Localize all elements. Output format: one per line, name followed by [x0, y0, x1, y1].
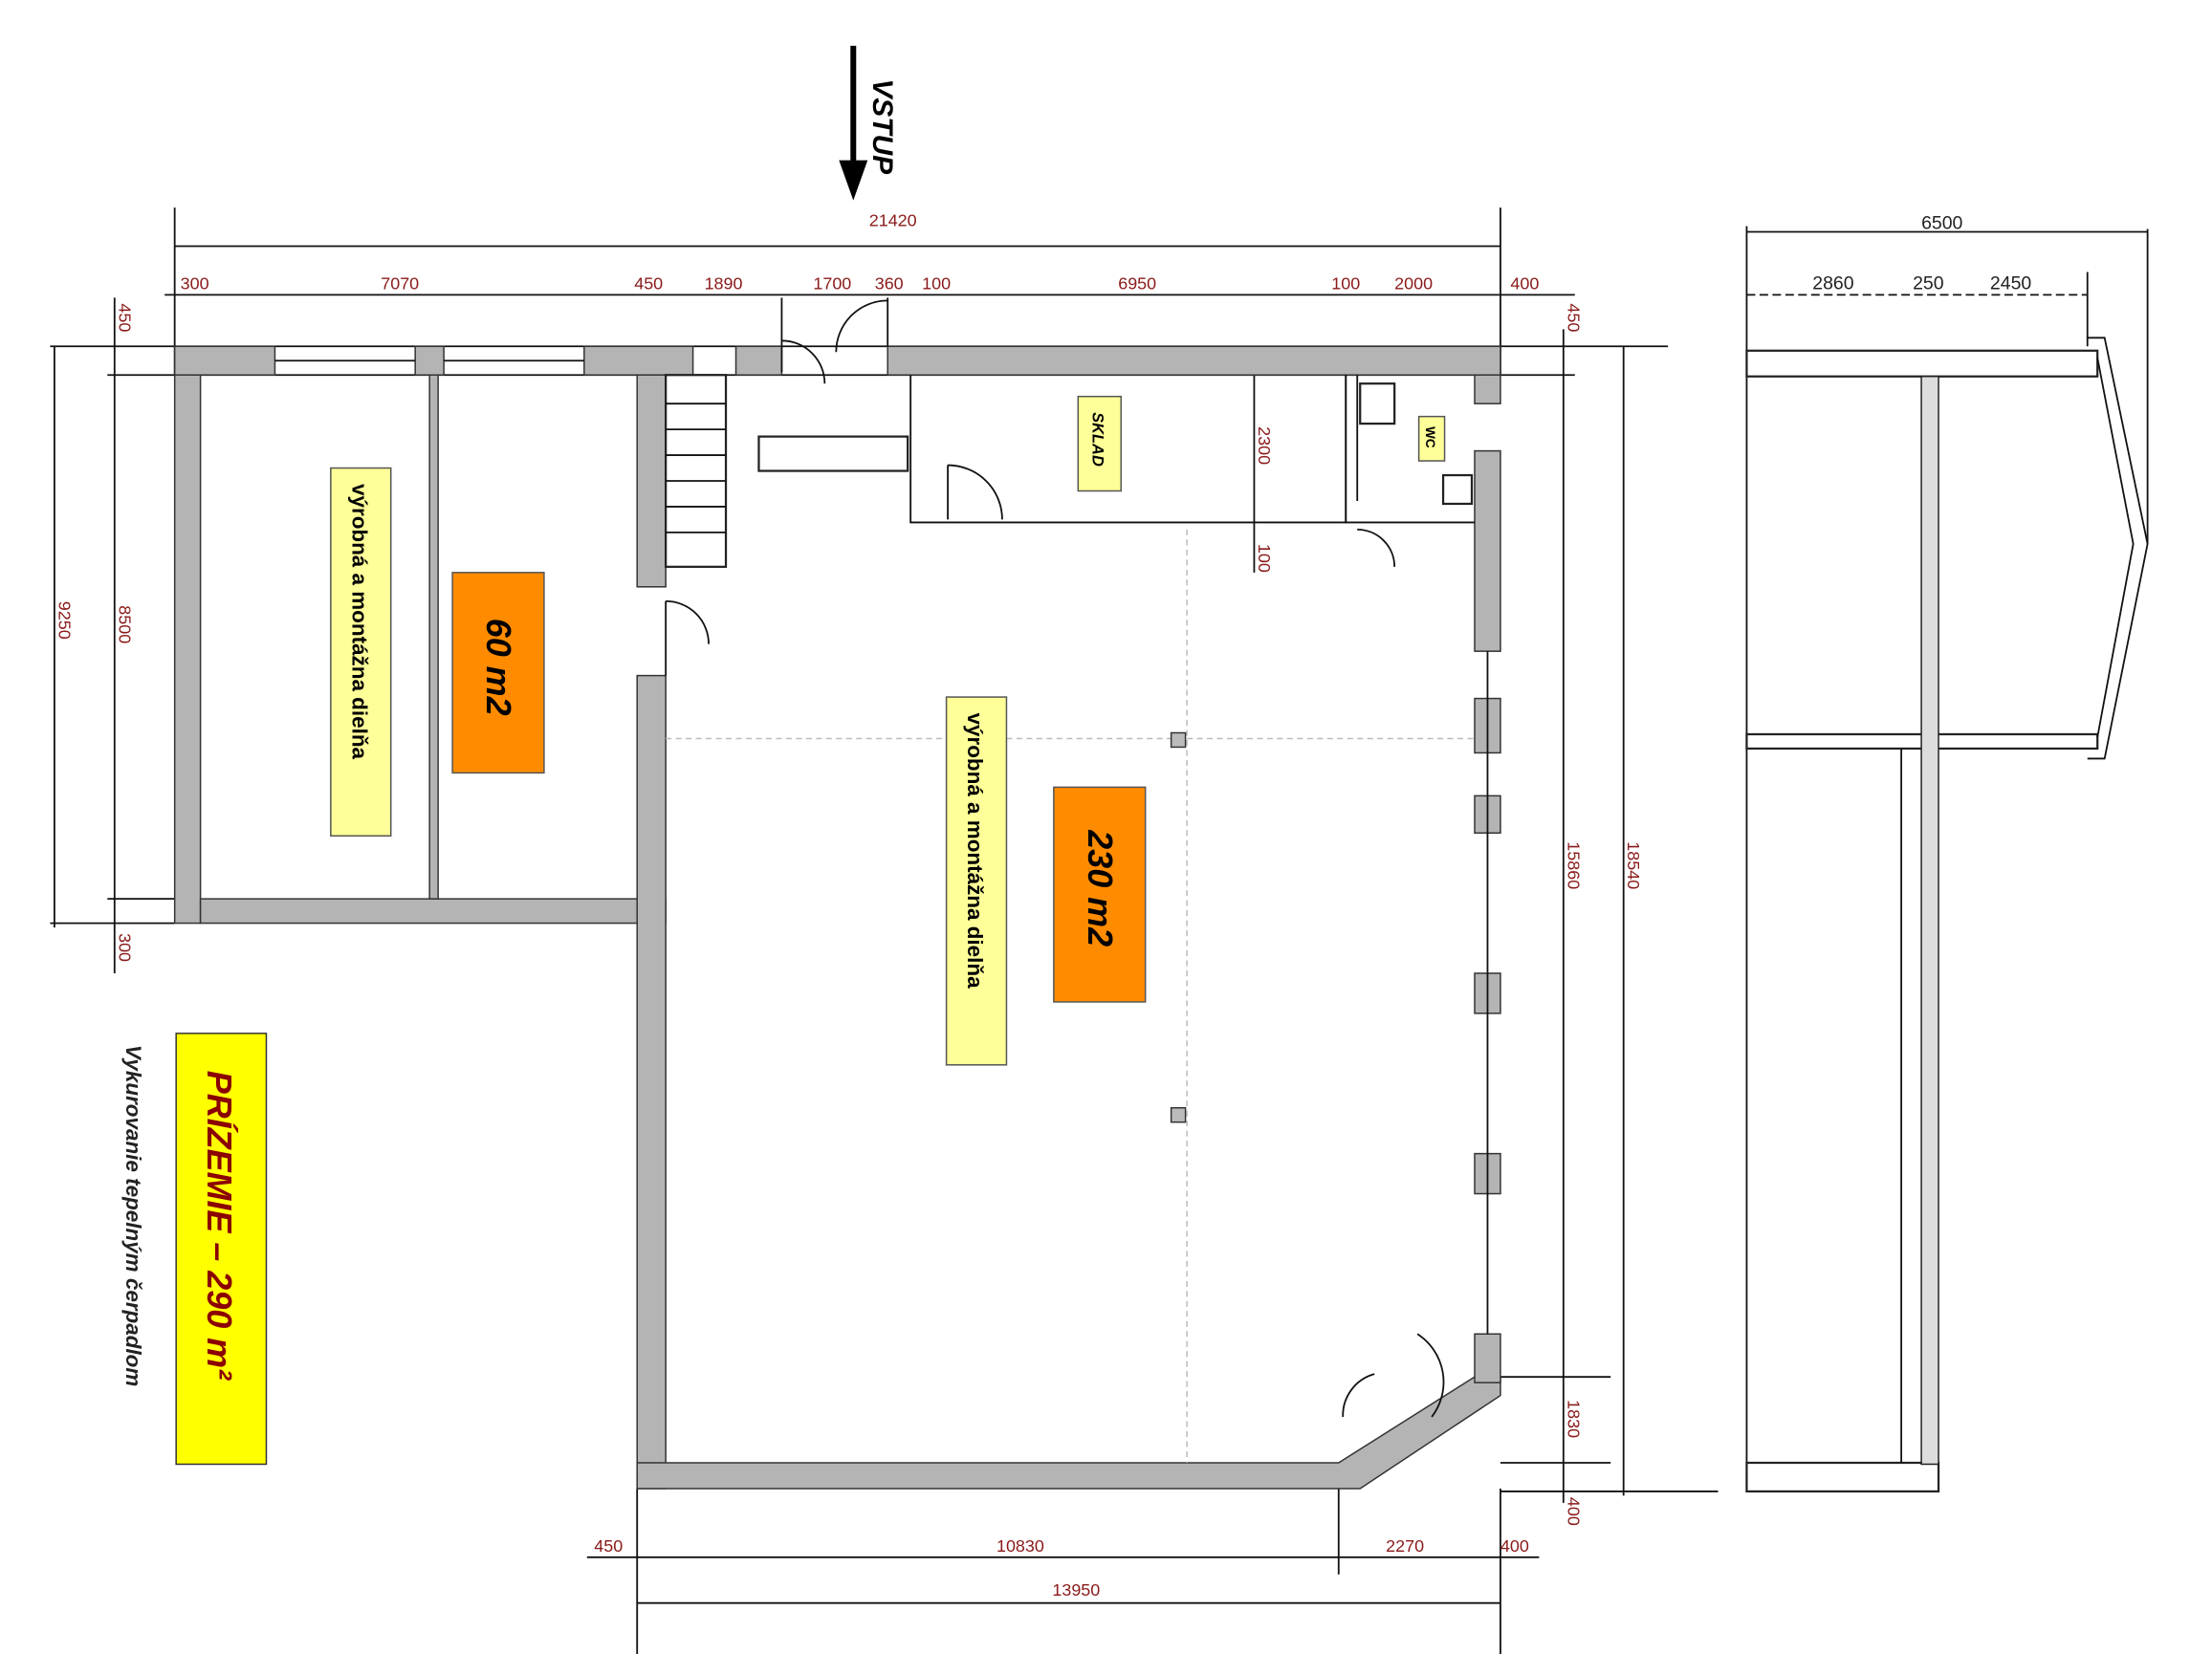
dim-top: 2000 [1394, 273, 1433, 293]
dim-top: 1890 [705, 273, 743, 293]
column [1170, 731, 1187, 749]
dim-section-total: 6500 [1921, 213, 1962, 234]
dim-top: 360 [875, 273, 904, 293]
floor-title: PRÍZEMIE – 290 m² [200, 1071, 239, 1381]
dim-section: 2860 [1812, 272, 1853, 294]
dim-sklad: 2300 [1255, 426, 1274, 465]
walls [173, 345, 1501, 1490]
large-workshop-label: výrobná a montážna dielňa [963, 713, 987, 990]
small-workshop-label-box [330, 467, 392, 838]
dim-right: 18540 [1624, 841, 1643, 889]
dim-section: 2450 [1990, 272, 2031, 294]
dim-top: 100 [922, 273, 951, 293]
dim-top: 7070 [381, 273, 419, 293]
dim-top: 100 [1331, 273, 1360, 293]
dim-section: 250 [1913, 272, 1944, 294]
dim-top: 300 [181, 273, 209, 293]
dim-bottom: 400 [1500, 1536, 1529, 1556]
large-area: 230 m2 [1081, 829, 1120, 947]
large-area-box [1053, 786, 1147, 1003]
storage-label: SKLAD [1088, 412, 1106, 467]
dimension-lines [50, 207, 1719, 1654]
dim-top: 1700 [813, 273, 851, 293]
dim-left: 8500 [115, 605, 134, 643]
dim-top-total: 21420 [869, 211, 917, 230]
small-area-box [451, 572, 545, 774]
dim-bottom-total: 13950 [1052, 1580, 1100, 1600]
dim-right: 15860 [1564, 841, 1583, 889]
small-area: 60 m2 [479, 619, 518, 716]
dim-left: 9250 [55, 601, 74, 640]
dim-top: 450 [634, 273, 663, 293]
storage-room [909, 375, 1475, 567]
dim-left: 450 [115, 303, 134, 332]
dim-sklad: 100 [1255, 544, 1274, 573]
dim-bottom: 2270 [1386, 1536, 1424, 1556]
dim-right: 1830 [1564, 1400, 1583, 1438]
dim-top: 6950 [1118, 273, 1156, 293]
dim-right: 450 [1564, 303, 1583, 332]
large-workshop-label-box [945, 696, 1008, 1066]
small-workshop-label: výrobná a montážna dielňa [347, 484, 371, 760]
wc-label-box [1417, 415, 1446, 462]
storage-label-box [1077, 395, 1122, 492]
floor-title-box [175, 1033, 268, 1466]
dim-top: 400 [1510, 273, 1539, 293]
dim-left: 300 [115, 933, 134, 962]
wc-label: WC [1423, 426, 1437, 448]
stairs [665, 297, 1445, 1418]
dim-right: 400 [1564, 1497, 1583, 1526]
dim-bottom: 450 [594, 1536, 623, 1556]
building-section [1745, 226, 2149, 1493]
entrance-arrow-icon [839, 45, 868, 201]
entrance-label: VSTUP [866, 78, 898, 175]
dim-bottom: 10830 [996, 1536, 1044, 1556]
column [1170, 1106, 1187, 1123]
heating-note: Vykurovanie tepelným čerpadlom [121, 1045, 145, 1387]
